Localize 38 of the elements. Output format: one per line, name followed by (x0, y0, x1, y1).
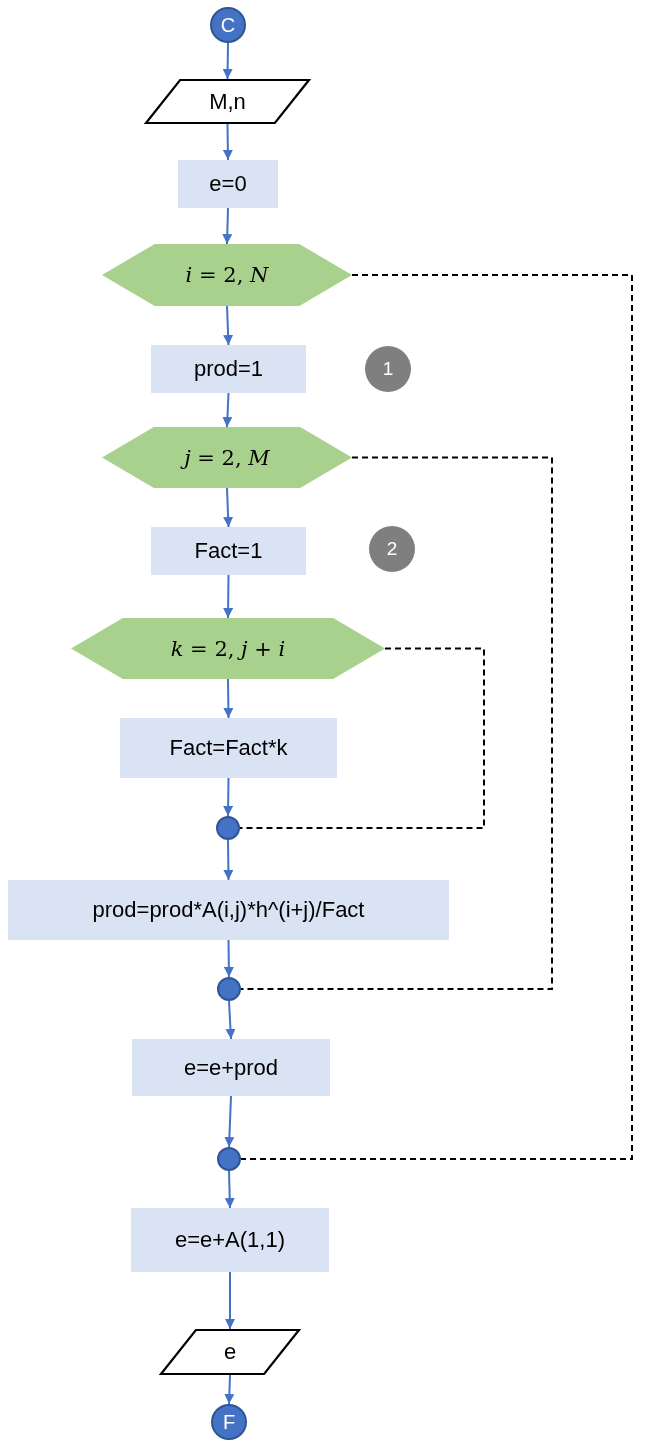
arrow (225, 1000, 236, 1040)
arrow (223, 305, 234, 346)
process-box: e=0 (178, 160, 278, 208)
arrow (224, 1170, 235, 1209)
arrow (223, 777, 234, 817)
arrow (224, 1095, 235, 1148)
io-parallelogram: M,n (145, 79, 310, 124)
process-box: Fact=1 (151, 527, 306, 575)
arrow (223, 574, 234, 619)
arrow (223, 839, 234, 881)
arrow (222, 207, 233, 245)
arrow (222, 42, 233, 80)
process-box: e=e+prod (132, 1039, 330, 1096)
loop-hexagon: k = 2, j + i (71, 618, 385, 679)
process-box: prod=1 (151, 345, 306, 393)
arrow (223, 487, 234, 528)
terminal-circle: C (210, 7, 246, 43)
process-box: prod=prod*A(i,j)*h^(i+j)/Fact (8, 880, 449, 940)
junction-dot (216, 816, 240, 840)
terminal-circle: F (211, 1404, 247, 1440)
arrow (225, 1271, 235, 1330)
dashed-loop-line (240, 456, 553, 990)
junction-dot (217, 977, 241, 1001)
arrow (224, 1374, 235, 1405)
junction-dot (217, 1147, 241, 1171)
callout-number: 2 (369, 526, 415, 572)
loop-hexagon: j = 2, M (102, 427, 352, 488)
arrow (223, 939, 234, 978)
dashed-loop-line (239, 647, 485, 829)
dashed-loop-line (240, 274, 633, 1160)
process-box: Fact=Fact*k (120, 718, 337, 778)
loop-hexagon: i = 2, N (102, 244, 352, 306)
process-box: e=e+A(1,1) (131, 1208, 329, 1272)
arrow (223, 678, 234, 719)
io-parallelogram: e (160, 1329, 300, 1375)
callout-number: 1 (365, 346, 411, 392)
arrow (222, 392, 233, 428)
arrow (222, 123, 233, 161)
